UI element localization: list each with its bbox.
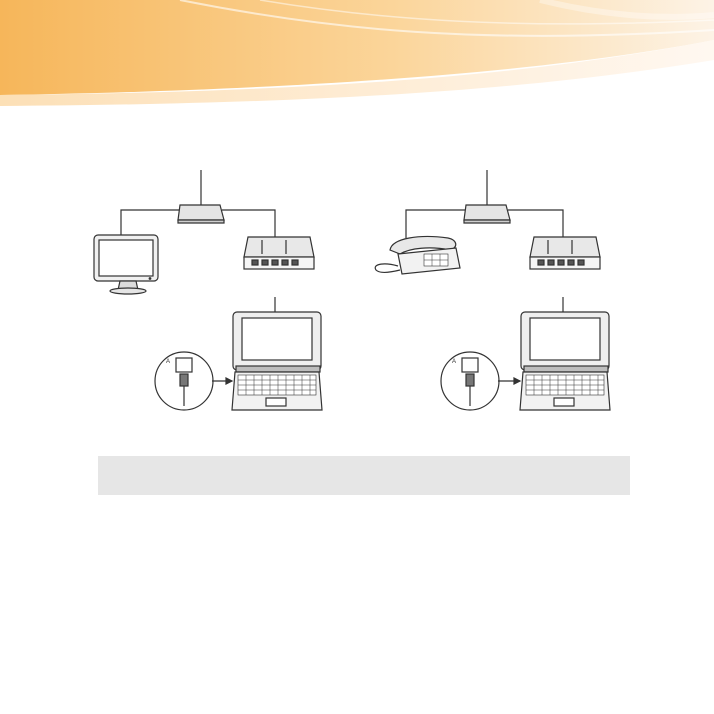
left-diagram: A [94, 170, 322, 410]
modem-icon [244, 237, 314, 269]
netbook-icon [520, 312, 610, 410]
telephone-icon [375, 237, 460, 275]
modem-icon [530, 237, 600, 269]
header-banner [0, 0, 714, 120]
monitor-icon [94, 235, 158, 294]
connection-diagram: A [0, 150, 714, 430]
splitter-icon [464, 205, 510, 223]
svg-text:A: A [452, 359, 456, 365]
right-diagram: A [375, 170, 610, 410]
svg-text:A: A [166, 359, 170, 365]
netbook-icon [232, 312, 322, 410]
splitter-icon [178, 205, 224, 223]
note-box [98, 456, 630, 495]
